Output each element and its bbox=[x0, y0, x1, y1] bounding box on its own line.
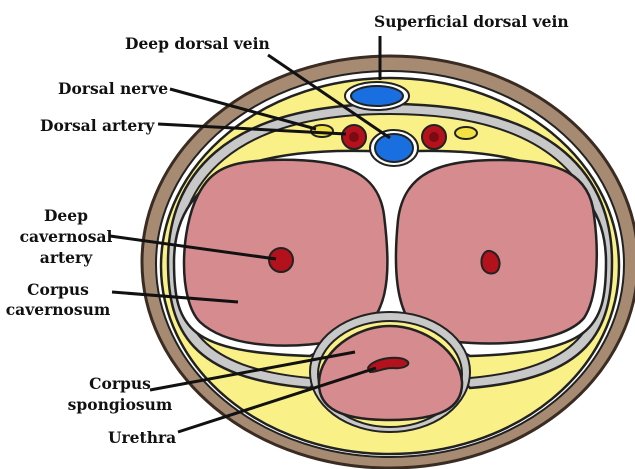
dorsal-artery-right-inner bbox=[429, 132, 439, 142]
label-deep-cavernosal-artery-line2: cavernosal bbox=[20, 227, 113, 246]
label-urethra: Urethra bbox=[108, 428, 176, 447]
corpus-cavernosum-right bbox=[396, 160, 597, 343]
label-deep-cavernosal-artery-line3: artery bbox=[40, 248, 93, 267]
label-dorsal-nerve: Dorsal nerve bbox=[58, 79, 168, 98]
label-corpus-spongiosum-line1: Corpus bbox=[89, 374, 151, 393]
superficial-dorsal-vein-lumen bbox=[351, 86, 403, 106]
deep-dorsal-vein-lumen bbox=[375, 134, 413, 162]
label-corpus-cavernosum-line1: Corpus bbox=[27, 280, 89, 299]
label-deep-dorsal-vein: Deep dorsal vein bbox=[125, 34, 270, 53]
label-corpus-spongiosum-line2: spongiosum bbox=[68, 395, 173, 414]
dorsal-nerve-right bbox=[455, 127, 477, 139]
deep-cavernosal-artery-right bbox=[481, 251, 499, 274]
dorsal-artery-left-inner bbox=[349, 132, 359, 142]
label-corpus-cavernosum-line2: cavernosum bbox=[6, 300, 111, 319]
label-deep-cavernosal-artery-line1: Deep bbox=[44, 206, 88, 225]
label-superficial-dorsal-vein: Superficial dorsal vein bbox=[374, 12, 569, 31]
label-dorsal-artery: Dorsal artery bbox=[40, 116, 155, 135]
